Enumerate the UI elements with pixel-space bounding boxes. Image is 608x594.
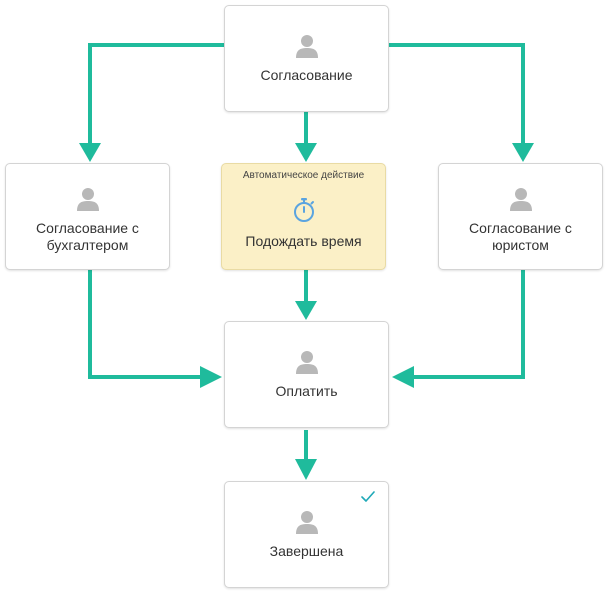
arrowhead-lawyer <box>512 143 534 162</box>
arrowhead-done <box>295 459 317 480</box>
arrowhead-accountant <box>79 143 101 162</box>
node-approval[interactable]: Согласование <box>224 5 389 112</box>
node-completed[interactable]: Завершена <box>224 481 389 588</box>
node-completed-label: Завершена <box>269 543 344 559</box>
arrowhead-pay-left <box>200 366 222 388</box>
person-icon <box>295 511 318 534</box>
node-approval-label: Согласование <box>260 67 353 83</box>
connector-lawyer-to-pay <box>412 270 525 379</box>
node-pay-label: Оплатить <box>275 383 338 399</box>
node-lawyer-approval[interactable]: Согласование с юристом <box>438 163 603 270</box>
automatic-action-caption: Автоматическое действие <box>242 170 365 181</box>
checkmark-icon <box>361 491 375 502</box>
connector-approval-to-accountant <box>88 43 224 145</box>
node-wait-time[interactable]: Автоматическое действие Подождать время <box>221 163 386 270</box>
person-icon <box>295 35 318 58</box>
node-wait-label: Подождать время <box>245 233 362 249</box>
connector-accountant-to-pay <box>88 270 202 379</box>
node-lawyer-label: Согласование с юристом <box>469 219 572 253</box>
stopwatch-icon <box>293 198 314 222</box>
arrowhead-pay-top <box>295 301 317 320</box>
person-icon <box>76 187 99 211</box>
node-accountant-label: Согласование с бухгалтером <box>36 219 139 253</box>
person-icon <box>295 351 318 374</box>
node-pay[interactable]: Оплатить <box>224 321 389 428</box>
arrowhead-wait <box>295 143 317 162</box>
person-icon <box>509 187 532 211</box>
arrowhead-pay-right <box>392 366 414 388</box>
node-accountant-approval[interactable]: Согласование с бухгалтером <box>5 163 170 270</box>
connector-approval-to-lawyer <box>389 43 525 145</box>
